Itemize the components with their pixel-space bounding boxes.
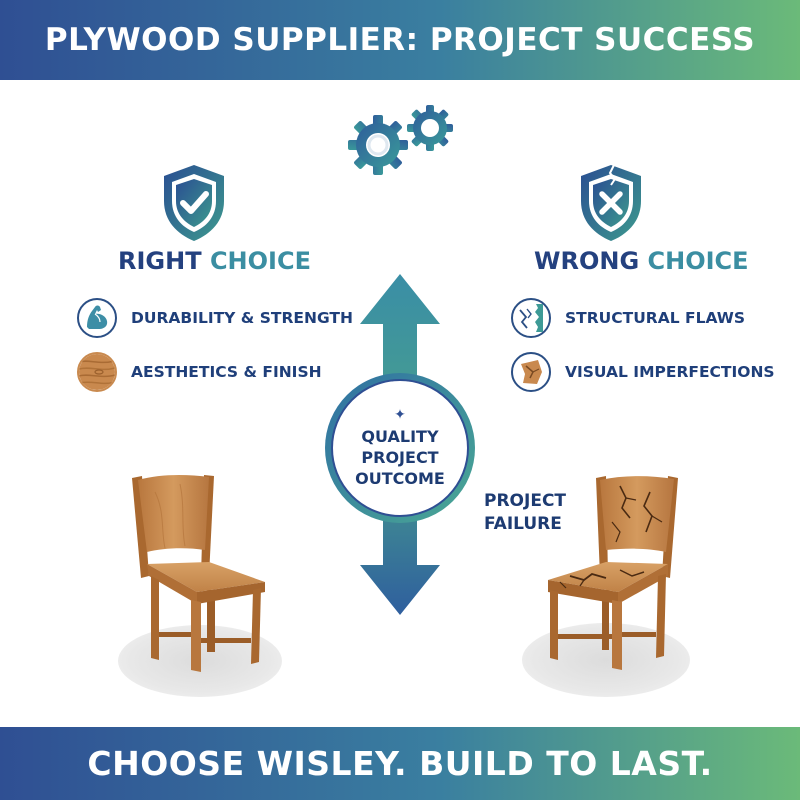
feature-label: DURABILITY & STRENGTH bbox=[131, 309, 353, 327]
damaged-wood-icon bbox=[511, 352, 551, 392]
wrong-choice-title: WRONG CHOICE bbox=[534, 247, 749, 275]
feature-label: VISUAL IMPERFECTIONS bbox=[565, 363, 775, 381]
flexed-arm-icon bbox=[77, 298, 117, 338]
feature-visual-imperfections: VISUAL IMPERFECTIONS bbox=[511, 352, 775, 392]
gears-icon bbox=[348, 105, 453, 175]
quality-outcome-badge: ✦ QUALITY PROJECT OUTCOME bbox=[325, 373, 475, 523]
center-line-2: PROJECT bbox=[361, 447, 439, 467]
right-choice-title: RIGHT CHOICE bbox=[118, 247, 311, 275]
feature-durability: DURABILITY & STRENGTH bbox=[77, 298, 353, 338]
feature-structural-flaws: STRUCTURAL FLAWS bbox=[511, 298, 745, 338]
footer-tagline: CHOOSE WISLEY. BUILD TO LAST. bbox=[87, 744, 713, 783]
footer-banner: CHOOSE WISLEY. BUILD TO LAST. bbox=[0, 727, 800, 800]
wood-grain-icon bbox=[77, 352, 117, 392]
center-line-1: QUALITY bbox=[361, 426, 439, 446]
feature-aesthetics: AESTHETICS & FINISH bbox=[77, 352, 322, 392]
project-failure-label: PROJECT FAILURE bbox=[484, 491, 567, 534]
sturdy-chair-icon bbox=[132, 475, 265, 672]
header-banner: PLYWOOD SUPPLIER: PROJECT SUCCESS bbox=[0, 0, 800, 80]
cracked-chair-icon bbox=[548, 476, 678, 670]
page-title: PLYWOOD SUPPLIER: PROJECT SUCCESS bbox=[44, 22, 756, 58]
sparkle-icon: ✦ bbox=[394, 406, 406, 423]
shield-check-icon bbox=[164, 165, 224, 241]
center-line-3: OUTCOME bbox=[355, 468, 445, 488]
shield-x-icon bbox=[581, 164, 641, 241]
cracked-panel-icon bbox=[511, 298, 551, 338]
feature-label: AESTHETICS & FINISH bbox=[131, 363, 322, 381]
feature-label: STRUCTURAL FLAWS bbox=[565, 309, 746, 327]
